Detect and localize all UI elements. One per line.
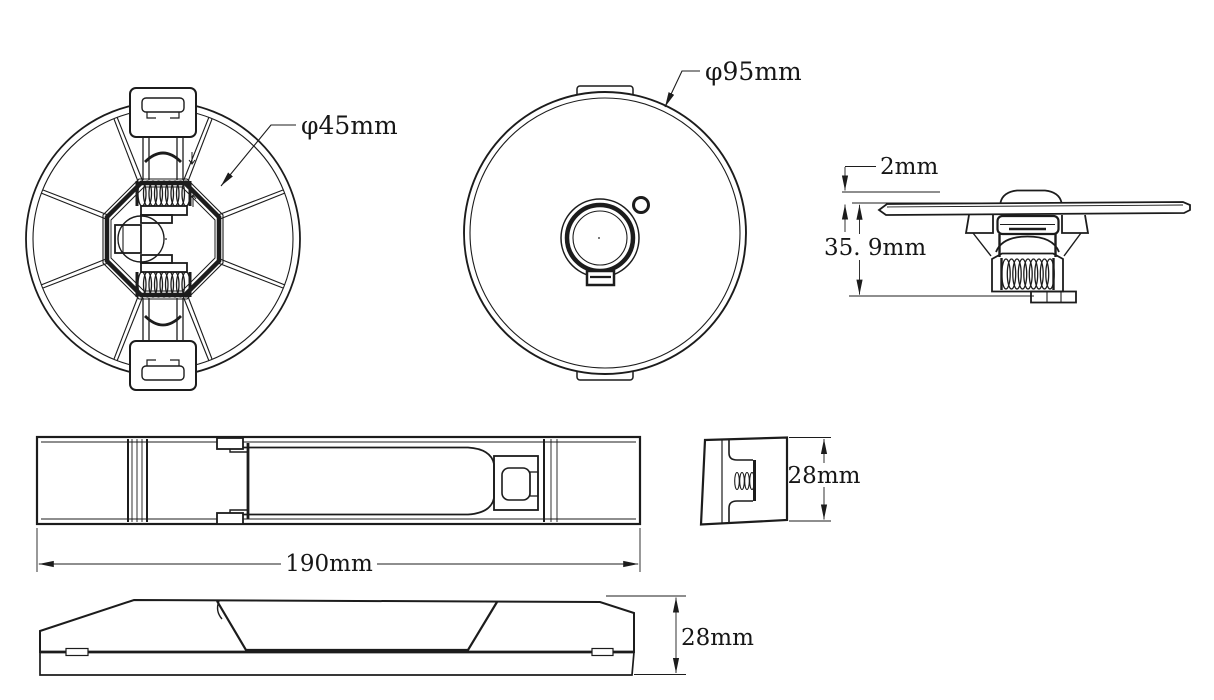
front-outer-rim	[463, 91, 747, 375]
left-end-cap	[127, 439, 148, 522]
driver-end-view	[699, 436, 789, 526]
front-view	[463, 85, 747, 381]
driver-outline	[35, 435, 642, 526]
spring-seats	[140, 205, 188, 273]
bottom-clip-housing	[129, 340, 197, 391]
side-upper-body	[39, 598, 635, 653]
side-height-label: 28mm	[681, 625, 754, 651]
output-connector	[493, 455, 539, 511]
end-spring	[734, 471, 755, 491]
left-foot-slot	[65, 647, 89, 657]
end-channel	[728, 438, 756, 524]
driver-side-view	[39, 598, 635, 676]
phi45-label: φ45mm	[301, 111, 398, 140]
end-height-label: 28mm	[788, 463, 861, 489]
phi95-label: φ95mm	[705, 57, 802, 86]
cable-gland	[114, 215, 165, 263]
indicator-led	[632, 196, 650, 214]
trim-flange	[877, 189, 1191, 216]
mounting-clip	[216, 437, 250, 525]
driver-body-outline	[221, 446, 495, 516]
flange-thickness-label: 2mm	[880, 154, 938, 180]
side-body	[964, 214, 1090, 293]
recess-depth-label: 35. 9mm	[824, 235, 926, 261]
back-inner-rim	[32, 108, 294, 370]
side-view	[877, 189, 1191, 304]
dim-side-height: 28mm	[606, 595, 754, 675]
side-base	[39, 651, 635, 676]
dim-driver-length: 190mm	[36, 528, 641, 577]
direction-arrows	[188, 152, 197, 207]
radial-ribs	[40, 116, 286, 362]
recessed-panel	[216, 600, 498, 652]
end-outline	[699, 436, 789, 526]
clip-channels	[142, 136, 184, 342]
lens-center-mark	[598, 237, 600, 239]
driver-top-view	[35, 435, 642, 526]
back-view	[25, 87, 301, 391]
driver-length-label: 190mm	[285, 551, 373, 577]
top-clip-housing	[129, 87, 197, 138]
back-outer-rim	[25, 101, 301, 377]
side-spring	[1000, 258, 1055, 290]
center-lens	[560, 198, 640, 287]
dim-phi45: φ45mm	[220, 111, 398, 187]
dim-end-height: 28mm	[788, 437, 861, 522]
side-connector	[1030, 290, 1077, 304]
front-inner-rim	[469, 97, 741, 369]
right-foot-slot	[591, 647, 614, 657]
center-mark	[165, 238, 167, 240]
right-end-cap	[543, 439, 558, 522]
dim-side-view: 2mm 35. 9mm	[822, 154, 1034, 297]
dim-phi95: φ95mm	[664, 57, 802, 108]
